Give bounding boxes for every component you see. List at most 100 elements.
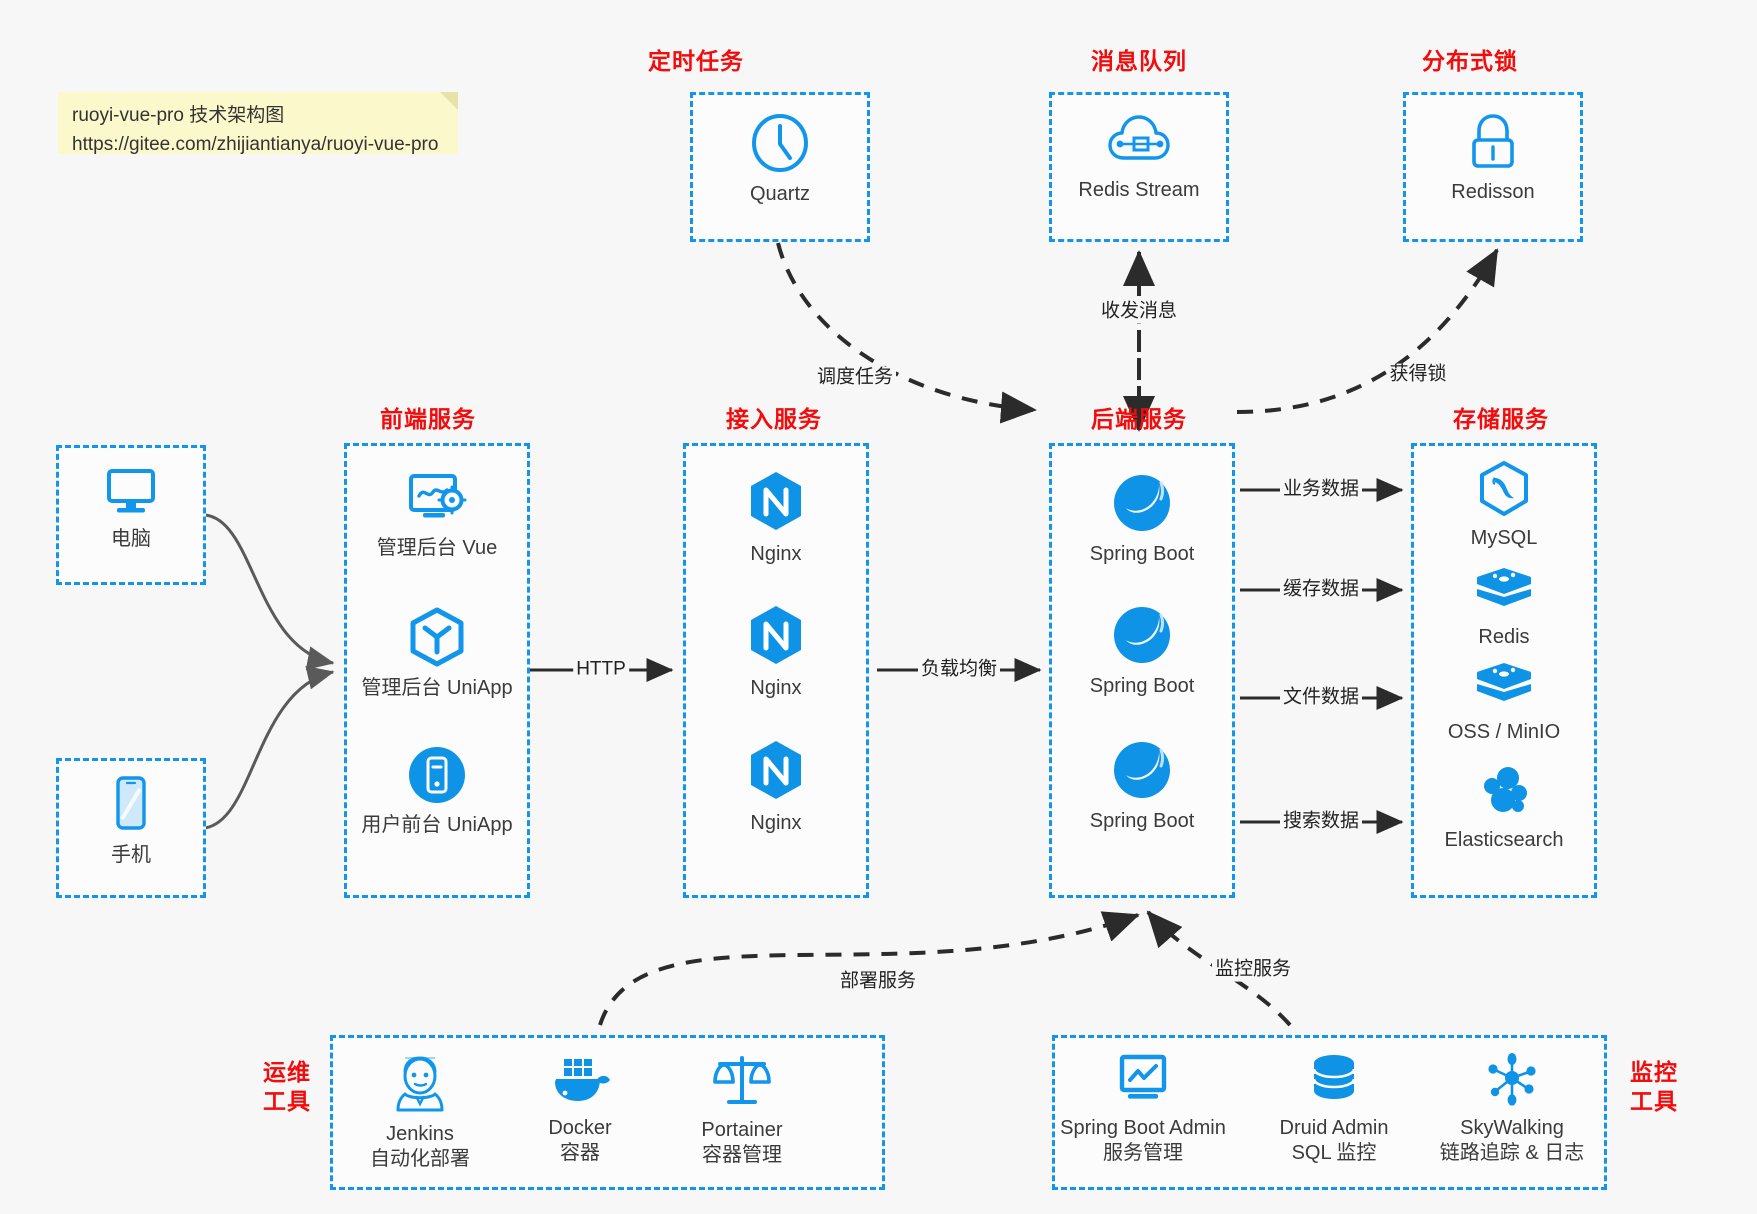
edge-label-deploy-service: 部署服务 — [836, 970, 920, 994]
node-portainer[interactable]: Portainer 容器管理 — [662, 1052, 822, 1168]
node-sublabel: 自动化部署 — [370, 1148, 470, 1170]
mobile-circle-icon — [407, 745, 467, 805]
edge-label-search-data: 搜索数据 — [1279, 810, 1363, 834]
node-label: Spring Boot — [1089, 543, 1195, 565]
edge-label-send-receive-msg: 收发消息 — [1097, 300, 1181, 324]
node-spring-boot-2[interactable]: Spring Boot — [1049, 604, 1235, 699]
group-title-monitor: 监控 工具 — [1625, 1058, 1683, 1117]
group-pc — [56, 445, 206, 585]
monitor-chart-icon — [1113, 1052, 1173, 1108]
note-line-1: ruoyi-vue-pro 技术架构图 — [72, 105, 285, 126]
node-label: Redis — [1478, 626, 1530, 648]
node-elasticsearch[interactable]: Elasticsearch — [1411, 762, 1597, 853]
node-label: Quartz — [749, 183, 811, 205]
edge-label-schedule-task: 调度任务 — [813, 366, 897, 390]
group-title-monitor-line1: 监控 — [1630, 1059, 1678, 1085]
node-docker[interactable]: Docker 容器 — [500, 1052, 660, 1166]
redis-icon — [1473, 660, 1535, 712]
edge-label-monitor-service: 监控服务 — [1211, 958, 1295, 982]
group-title-devops-line2: 工具 — [263, 1088, 311, 1115]
node-sublabel: 容器管理 — [702, 1144, 782, 1166]
node-label: Spring Boot — [1089, 675, 1195, 697]
node-spring-boot-3[interactable]: Spring Boot — [1049, 739, 1235, 834]
cube-icon — [407, 606, 467, 668]
node-mysql[interactable]: MySQL — [1411, 460, 1597, 551]
node-skywalking[interactable]: SkyWalking 链路追踪 & 日志 — [1422, 1052, 1602, 1166]
group-devops — [330, 1035, 885, 1190]
node-label: Docker — [548, 1117, 612, 1139]
group-title-lock: 分布式锁 — [1422, 48, 1518, 74]
edge-phone-to-frontend — [204, 666, 335, 830]
node-pc[interactable]: 电脑 — [56, 465, 206, 552]
mobile-icon — [108, 775, 154, 835]
node-druid-admin[interactable]: Druid Admin SQL 监控 — [1254, 1052, 1414, 1166]
node-redisson[interactable]: Redisson — [1403, 112, 1583, 205]
node-label: 用户前台 UniApp — [361, 814, 513, 836]
docker-icon — [548, 1052, 612, 1108]
node-label: Portainer — [701, 1119, 783, 1141]
edge-pc-to-frontend — [204, 513, 335, 670]
node-label: 管理后台 Vue — [376, 537, 498, 559]
scale-icon — [711, 1052, 773, 1110]
nginx-icon — [747, 604, 805, 668]
edge-label-business-data: 业务数据 — [1279, 478, 1363, 502]
node-redis[interactable]: Redis — [1411, 565, 1597, 650]
edge-label-load-balance: 负载均衡 — [917, 658, 1001, 682]
node-phone[interactable]: 手机 — [56, 775, 206, 868]
cloud-mq-icon — [1107, 112, 1171, 170]
mysql-icon — [1476, 460, 1532, 518]
spring-icon — [1111, 739, 1173, 801]
node-label: 手机 — [111, 844, 151, 866]
edge-label-file-data: 文件数据 — [1279, 686, 1363, 710]
note-line-2: https://gitee.com/zhijiantianya/ruoyi-vu… — [72, 133, 439, 155]
node-nginx-3[interactable]: Nginx — [683, 739, 869, 836]
node-sublabel: 服务管理 — [1103, 1142, 1183, 1164]
desktop-icon — [101, 465, 161, 519]
node-admin-vue[interactable]: 管理后台 Vue — [344, 472, 530, 561]
node-label: Spring Boot — [1089, 810, 1195, 832]
note-fold-icon — [440, 92, 458, 110]
node-sublabel: 容器 — [560, 1142, 600, 1164]
node-label: Elasticsearch — [1444, 829, 1564, 851]
jenkins-icon — [391, 1052, 449, 1114]
edge-label-http: HTTP — [573, 658, 629, 682]
spring-icon — [1111, 604, 1173, 666]
edge-label-acquire-lock: 获得锁 — [1386, 363, 1450, 387]
database-icon — [1305, 1052, 1363, 1108]
node-quartz[interactable]: Quartz — [690, 112, 870, 207]
node-label: Redisson — [1451, 181, 1535, 203]
group-title-mq: 消息队列 — [1091, 48, 1187, 74]
node-label: Nginx — [750, 677, 802, 699]
node-label: Nginx — [750, 812, 802, 834]
group-title-storage: 存储服务 — [1453, 406, 1549, 432]
node-label: Jenkins — [386, 1123, 454, 1145]
node-label: 管理后台 UniApp — [361, 677, 513, 699]
clock-icon — [749, 112, 811, 174]
redis-icon — [1473, 565, 1535, 617]
spring-icon — [1111, 472, 1173, 534]
nginx-icon — [747, 470, 805, 534]
node-spring-boot-1[interactable]: Spring Boot — [1049, 472, 1235, 567]
node-jenkins[interactable]: Jenkins 自动化部署 — [340, 1052, 500, 1172]
node-redis-stream[interactable]: Redis Stream — [1049, 112, 1229, 203]
node-user-uniapp[interactable]: 用户前台 UniApp — [344, 745, 530, 838]
group-title-frontend: 前端服务 — [380, 406, 476, 432]
node-oss-minio[interactable]: OSS / MinIO — [1411, 660, 1597, 745]
node-label: 电脑 — [111, 528, 151, 550]
node-label: SkyWalking — [1460, 1117, 1564, 1139]
node-admin-uniapp[interactable]: 管理后台 UniApp — [344, 606, 530, 701]
node-spring-boot-admin[interactable]: Spring Boot Admin 服务管理 — [1048, 1052, 1238, 1166]
elasticsearch-icon — [1475, 762, 1533, 820]
edge-backend-to-lock — [1236, 248, 1499, 414]
node-nginx-2[interactable]: Nginx — [683, 604, 869, 701]
node-label: OSS / MinIO — [1447, 721, 1561, 743]
edge-label-cache-data: 缓存数据 — [1279, 578, 1363, 602]
group-title-devops: 运维 工具 — [258, 1058, 316, 1117]
node-label: Spring Boot Admin — [1060, 1117, 1226, 1139]
node-label: Druid Admin — [1279, 1117, 1389, 1139]
group-title-monitor-line2: 工具 — [1630, 1088, 1678, 1115]
lock-icon — [1464, 112, 1522, 172]
node-sublabel: SQL 监控 — [1291, 1142, 1377, 1164]
node-nginx-1[interactable]: Nginx — [683, 470, 869, 567]
group-title-devops-line1: 运维 — [263, 1059, 311, 1085]
